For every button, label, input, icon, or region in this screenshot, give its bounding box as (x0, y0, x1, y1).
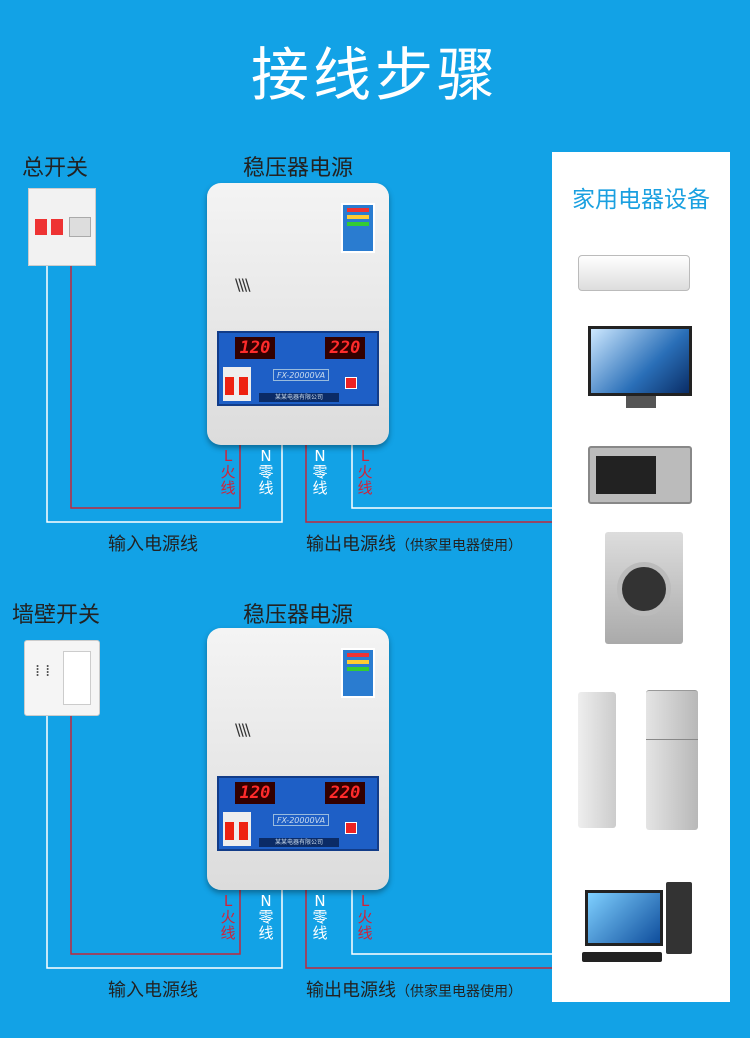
input-neutral-wire (46, 716, 283, 969)
wall-switch-label: 墙壁开关 (12, 603, 101, 628)
output-neutral-wire (305, 445, 552, 523)
output-caption: 输出电源线（供家里电器使用） (306, 534, 522, 555)
wall-socket-image: ⁞ ⁞ (24, 640, 100, 716)
standing-ac-image (578, 692, 616, 828)
microwave-image (588, 446, 692, 504)
page-title: 接线步骤 (250, 41, 499, 109)
vent-icon: \\\\ (235, 275, 251, 294)
appliances-title: 家用电器设备 (572, 187, 710, 213)
air-conditioner-image (578, 255, 690, 291)
input-live-wire (70, 265, 241, 509)
output-voltage-display: 220 (325, 782, 365, 804)
power-button (345, 822, 357, 834)
energy-label (341, 648, 375, 698)
energy-label (341, 203, 375, 253)
control-panel: 120 220 FX-20000VA 某某电器有限公司 (217, 331, 379, 406)
computer-tower-image (666, 882, 692, 954)
output-neutral-wire (305, 890, 552, 969)
output-live-wire (351, 890, 552, 955)
wires-top (46, 265, 552, 523)
breaker-switch (223, 812, 251, 846)
input-caption: 输入电源线 (108, 534, 198, 555)
vent-icon: \\\\ (235, 720, 251, 739)
output-voltage-display: 220 (325, 337, 365, 359)
voltage-regulator: \\\\ 120 220 FX-20000VA 某某电器有限公司 (207, 183, 389, 445)
computer-monitor-image (585, 890, 663, 946)
input-caption: 输入电源线 (108, 980, 198, 1001)
model-label: FX-20000VA (273, 814, 329, 826)
television-stand (626, 396, 656, 408)
input-live-wire (70, 716, 241, 955)
control-panel: 120 220 FX-20000VA 某某电器有限公司 (217, 776, 379, 851)
company-label: 某某电器有限公司 (259, 393, 339, 402)
washing-machine-image (605, 532, 683, 644)
input-voltage-display: 120 (235, 782, 275, 804)
output-caption: 输出电源线（供家里电器使用） (306, 980, 522, 1001)
input-neutral-wire (46, 265, 283, 523)
model-label: FX-20000VA (273, 369, 329, 381)
breaker-switch (223, 367, 251, 401)
company-label: 某某电器有限公司 (259, 838, 339, 847)
regulator-label: 稳压器电源 (243, 603, 354, 628)
wires-bottom (46, 716, 552, 969)
keyboard-image (582, 952, 662, 962)
main-switch-label: 总开关 (22, 156, 89, 181)
output-live-wire (351, 445, 552, 509)
voltage-regulator: \\\\ 120 220 FX-20000VA 某某电器有限公司 (207, 628, 389, 890)
television-image (588, 326, 692, 396)
refrigerator-image (646, 690, 698, 830)
regulator-label: 稳压器电源 (243, 156, 354, 181)
main-breaker-image (28, 188, 96, 266)
power-button (345, 377, 357, 389)
input-voltage-display: 120 (235, 337, 275, 359)
